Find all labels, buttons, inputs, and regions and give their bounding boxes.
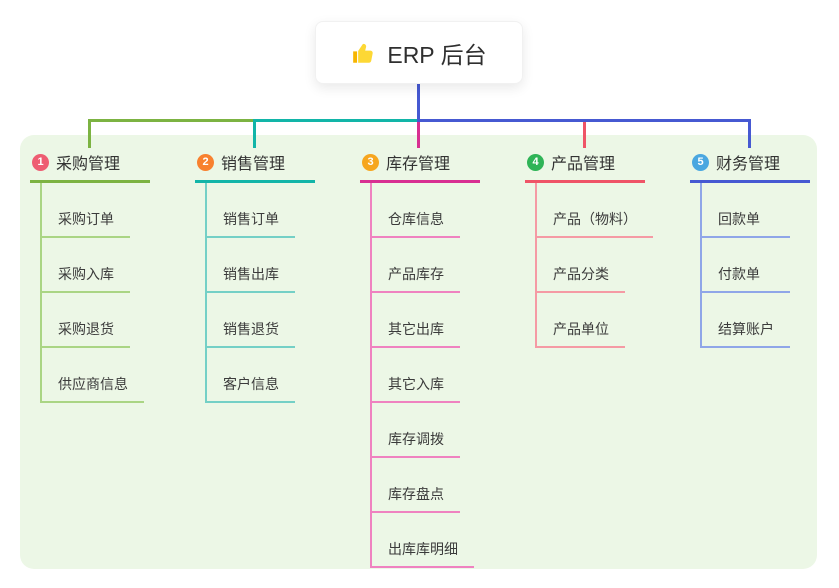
branch-number-badge: 4 xyxy=(527,153,544,171)
child-connector-line xyxy=(535,183,537,348)
child-node-label: 其它出库 xyxy=(388,321,444,337)
connector-line xyxy=(417,119,751,122)
branch-number-badge: 5 xyxy=(692,153,709,171)
child-node[interactable]: 库存调拨 xyxy=(370,403,460,458)
child-node[interactable]: 销售出库 xyxy=(205,238,295,293)
child-node-label: 回款单 xyxy=(718,211,760,227)
branch-children: 销售订单销售出库销售退货客户信息 xyxy=(195,183,315,403)
branch-children: 回款单付款单结算账户 xyxy=(690,183,810,348)
connector-line xyxy=(417,122,420,148)
branch-label: 财务管理 xyxy=(716,156,781,173)
branch-2: 2 销售管理销售订单销售出库销售退货客户信息 xyxy=(195,148,315,403)
branch-1: 1 采购管理采购订单采购入库采购退货供应商信息 xyxy=(30,148,150,403)
branch-label: 库存管理 xyxy=(386,156,451,173)
root-node-label: ERP 后台 xyxy=(387,41,487,68)
branch-4: 4 产品管理产品（物料） 产品分类产品单位 xyxy=(525,148,653,348)
child-node-label: 库存调拨 xyxy=(388,431,444,447)
child-node[interactable]: 采购入库 xyxy=(40,238,130,293)
child-node-label: 产品分类 xyxy=(553,266,609,282)
child-node[interactable]: 销售订单 xyxy=(205,183,295,238)
connector-line xyxy=(417,84,420,122)
child-node[interactable]: 客户信息 xyxy=(205,348,295,403)
child-node-label: 销售退货 xyxy=(223,321,279,337)
child-node-label: 库存盘点 xyxy=(388,486,444,502)
child-connector-line xyxy=(370,183,372,568)
child-node[interactable]: 出库库明细 xyxy=(370,513,474,568)
connector-line xyxy=(253,119,256,148)
branch-5: 5 财务管理回款单付款单结算账户 xyxy=(690,148,810,348)
branch-label: 产品管理 xyxy=(551,156,616,173)
branch-children: 仓库信息产品库存其它出库其它入库库存调拨库存盘点出库库明细 xyxy=(360,183,480,568)
branch-3: 3 库存管理仓库信息产品库存其它出库其它入库库存调拨库存盘点出库库明细 xyxy=(360,148,480,568)
branch-node[interactable]: 3 库存管理 xyxy=(360,148,480,183)
child-node[interactable]: 产品分类 xyxy=(535,238,625,293)
child-node[interactable]: 其它入库 xyxy=(370,348,460,403)
branch-label: 销售管理 xyxy=(221,156,286,173)
thumbs-up-icon xyxy=(353,43,374,63)
root-node[interactable]: ERP 后台 xyxy=(315,21,523,84)
child-node[interactable]: 库存盘点 xyxy=(370,458,460,513)
child-node-label: 结算账户 xyxy=(718,321,774,337)
branch-node[interactable]: 5 财务管理 xyxy=(690,148,810,183)
branch-node[interactable]: 2 销售管理 xyxy=(195,148,315,183)
child-node[interactable]: 销售退货 xyxy=(205,293,295,348)
branch-label: 采购管理 xyxy=(56,156,121,173)
child-node-label: 其它入库 xyxy=(388,376,444,392)
child-node[interactable]: 供应商信息 xyxy=(40,348,144,403)
mindmap-canvas xyxy=(20,135,817,569)
child-node-label: 采购退货 xyxy=(58,321,114,337)
branch-number-badge: 1 xyxy=(32,153,49,171)
child-node-label: 采购入库 xyxy=(58,266,114,282)
child-node-label: 出库库明细 xyxy=(388,541,458,557)
child-node-label: 销售订单 xyxy=(223,211,279,227)
child-node-label: 供应商信息 xyxy=(58,376,128,392)
connector-line xyxy=(88,119,91,148)
child-node[interactable]: 产品库存 xyxy=(370,238,460,293)
child-node[interactable]: 回款单 xyxy=(700,183,790,238)
child-node-label: 客户信息 xyxy=(223,376,279,392)
branch-children: 采购订单采购入库采购退货供应商信息 xyxy=(30,183,150,403)
child-node[interactable]: 采购退货 xyxy=(40,293,130,348)
child-node-label: 产品单位 xyxy=(553,321,609,337)
child-node[interactable]: 其它出库 xyxy=(370,293,460,348)
branch-number-badge: 2 xyxy=(197,153,214,171)
connector-line xyxy=(748,119,751,148)
child-node-label: 销售出库 xyxy=(223,266,279,282)
branch-node[interactable]: 1 采购管理 xyxy=(30,148,150,183)
connector-line xyxy=(253,119,420,122)
child-node[interactable]: 仓库信息 xyxy=(370,183,460,238)
child-node-label: 付款单 xyxy=(718,266,760,282)
branch-children: 产品（物料） 产品分类产品单位 xyxy=(525,183,653,348)
child-node[interactable]: 产品（物料） xyxy=(535,183,653,238)
child-node[interactable]: 付款单 xyxy=(700,238,790,293)
child-node[interactable]: 结算账户 xyxy=(700,293,790,348)
child-node-label: 产品（物料） xyxy=(553,211,637,227)
child-node-label: 产品库存 xyxy=(388,266,444,282)
child-connector-line xyxy=(205,183,207,403)
child-node[interactable]: 采购订单 xyxy=(40,183,130,238)
child-connector-line xyxy=(700,183,702,348)
child-connector-line xyxy=(40,183,42,403)
connector-line xyxy=(88,119,253,122)
child-node-label: 仓库信息 xyxy=(388,211,444,227)
child-node[interactable]: 产品单位 xyxy=(535,293,625,348)
connector-line xyxy=(583,122,586,148)
branch-node[interactable]: 4 产品管理 xyxy=(525,148,645,183)
branch-number-badge: 3 xyxy=(362,153,379,171)
child-node-label: 采购订单 xyxy=(58,211,114,227)
